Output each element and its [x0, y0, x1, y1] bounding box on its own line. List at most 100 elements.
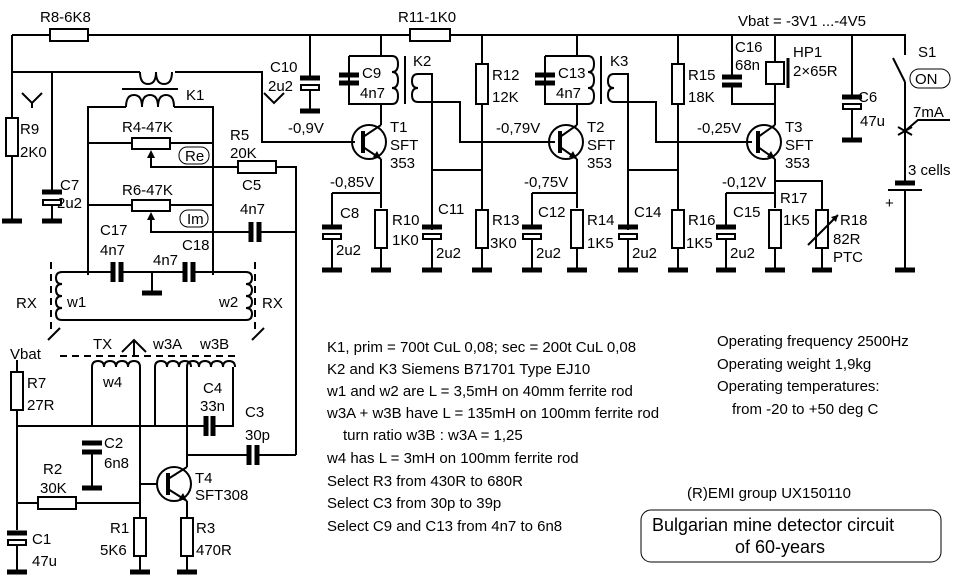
label-v-t1-emitter: -0,85V	[330, 174, 374, 191]
label-c9: C9	[362, 65, 381, 82]
label-w2: w2	[218, 294, 238, 311]
headphone-hp1	[765, 61, 785, 85]
label-t4: T4	[195, 470, 213, 487]
label-c7: C7	[60, 177, 79, 194]
resistor-r1	[133, 517, 147, 557]
label-r5: R5	[230, 127, 249, 144]
note-line: Select C9 and C13 from 4n7 to 6n8	[327, 518, 562, 535]
resistor-r16	[671, 209, 685, 249]
note-line: Select C3 from 30p to 39p	[327, 495, 501, 512]
spec-line: Operating weight 1,9kg	[717, 356, 871, 373]
resistor-r7	[10, 371, 24, 411]
label-c12: C12	[538, 204, 566, 221]
resistor-r15	[671, 63, 685, 105]
label-c5: C5	[242, 177, 261, 194]
note-line: w4 has L = 3mH on 100mm ferrite rod	[326, 450, 579, 467]
label-v-t3-base: -0,25V	[697, 120, 741, 137]
label-hp1-value: 2×65R	[793, 63, 838, 80]
label-c14: C14	[634, 204, 662, 221]
label-t2-a: SFT	[587, 137, 615, 154]
label-t1-b: 353	[390, 155, 415, 172]
label-t2: T2	[587, 119, 605, 136]
label-w4: w4	[102, 374, 122, 391]
label-r5-value: 20K	[230, 145, 257, 162]
label-r9-value: 2K0	[20, 144, 47, 161]
coil-w3a	[154, 359, 192, 368]
label-tx: TX	[93, 336, 112, 353]
title-box	[640, 509, 942, 563]
label-r4: R4-47K	[122, 119, 173, 136]
credit-text: (R)EMI group UX150110	[687, 485, 851, 502]
note-line: Select R3 from 430R to 680R	[327, 473, 523, 490]
label-r16-value: 1K5	[686, 235, 713, 252]
label-r13-value: 3K0	[490, 235, 517, 252]
spec-line: Operating frequency 2500Hz	[717, 333, 909, 350]
label-c3: C3	[245, 404, 264, 421]
antenna-rx1-icon	[21, 92, 43, 105]
label-hp1: HP1	[793, 44, 822, 61]
label-c5-value: 4n7	[240, 201, 265, 218]
resistor-r12	[475, 63, 489, 105]
label-w3a: w3A	[152, 336, 182, 353]
label-c16: C16	[735, 39, 763, 56]
potentiometer-r4	[131, 137, 171, 150]
label-r7: R7	[27, 375, 46, 392]
label-cells: 3 cells	[908, 162, 951, 179]
switch-s1[interactable]	[892, 57, 906, 182]
label-c13: C13	[558, 65, 586, 82]
resistor-r5	[237, 160, 277, 174]
spec-line: Operating temperatures:	[717, 378, 880, 395]
resistor-r14	[570, 209, 584, 249]
label-c6-value: 47u	[860, 113, 885, 130]
thermistor-r18	[815, 209, 829, 249]
transistor-t1	[351, 124, 387, 160]
label-c11-value: 2u2	[436, 245, 461, 262]
label-c11: C11	[438, 201, 464, 218]
label-c7-value: 2u2	[57, 195, 82, 212]
label-c4: C4	[203, 380, 222, 397]
label-r3-value: 470R	[196, 542, 232, 559]
label-r1: R1	[110, 520, 129, 537]
antenna-rx2-icon	[263, 92, 285, 105]
label-r17-value: 1K5	[783, 212, 810, 229]
label-t3-a: SFT	[785, 137, 813, 154]
label-r14: R14	[587, 212, 615, 229]
label-r10-value: 1K0	[392, 232, 419, 249]
label-c2: C2	[104, 435, 123, 452]
label-current: 7mA	[913, 104, 944, 121]
label-c9-value: 4n7	[360, 85, 385, 102]
label-r8: R8-6K8	[40, 9, 91, 26]
resistor-r13	[475, 209, 489, 249]
resistor-r9	[5, 117, 19, 157]
label-k3: K3	[610, 53, 628, 70]
label-k1: K1	[186, 87, 204, 104]
label-r18-type: PTC	[833, 249, 863, 266]
label-r6: R6-47K	[122, 182, 173, 199]
resistor-r3	[180, 517, 194, 557]
potentiometer-r6	[131, 199, 171, 212]
label-c13-value: 4n7	[556, 85, 581, 102]
label-r2-value: 30K	[40, 480, 67, 497]
label-v-t2-emitter: -0,75V	[524, 174, 568, 191]
label-r1-value: 5K6	[100, 542, 127, 559]
note-line: w3A + w3B have L = 135mH on 100mm ferrit…	[326, 405, 659, 422]
transistor-t3	[746, 124, 782, 160]
label-c12-value: 2u2	[536, 245, 561, 262]
label-s1-on: ON	[915, 71, 938, 88]
title-line-1: Bulgarian mine detector circuit	[652, 515, 894, 535]
label-c18: C18	[182, 237, 210, 254]
label-t1-a: SFT	[390, 137, 418, 154]
label-c18-value: 4n7	[153, 252, 178, 269]
label-v-t1-base: -0,9V	[288, 120, 324, 137]
label-k2: K2	[413, 53, 431, 70]
label-w1: w1	[66, 294, 86, 311]
resistor-r11	[409, 28, 451, 42]
transistor-t2	[548, 124, 584, 160]
label-rx1: RX	[16, 295, 37, 312]
resistor-r17	[768, 209, 782, 249]
label-t2-b: 353	[587, 155, 612, 172]
label-t4-type: SFT308	[195, 487, 248, 504]
label-r17: R17	[780, 190, 808, 207]
